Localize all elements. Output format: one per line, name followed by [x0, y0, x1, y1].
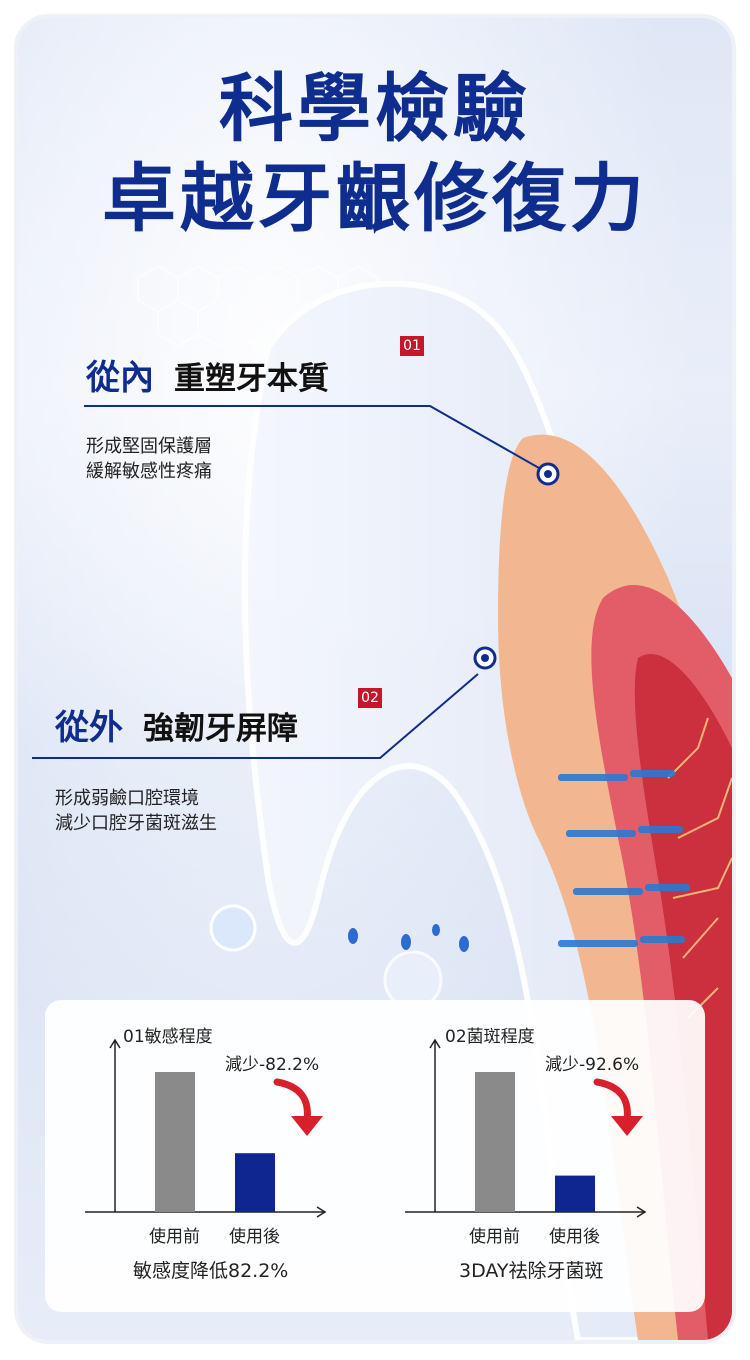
desc-line: 緩解敏感性疼痛 — [86, 461, 212, 482]
chart-2-arrowhead-icon — [611, 1116, 643, 1136]
section-desc-02: 形成弱鹼口腔環境 減少口腔牙菌斑滋生 — [55, 786, 217, 836]
title-line-2: 卓越牙齦修復力 — [102, 156, 648, 242]
chart-2-x-arrow-icon — [636, 1206, 647, 1218]
chart-2-xtick-after: 使用後 — [549, 1227, 600, 1247]
desc-line: 形成弱鹼口腔環境 — [55, 788, 199, 809]
chart-1-down-arrow-icon — [273, 1078, 311, 1124]
section-main-02: 從外 — [55, 708, 123, 748]
chart-1-xtick-after: 使用後 — [229, 1227, 280, 1247]
chart-panel: 01敏感程度 減少-82.2% 使用前 使用後 敏感度降低82.2% 02菌斑程… — [45, 1000, 705, 1312]
chart-2-reduction: 減少-92.6% — [545, 1055, 640, 1075]
chart-1-x-arrow-icon — [316, 1206, 327, 1218]
section-heading-02: 從外 強韌牙屏障 — [55, 700, 298, 749]
section-tag-01: 01 — [400, 336, 424, 356]
chart-2-bar-before — [475, 1072, 515, 1212]
chart-1-bar-before — [155, 1072, 195, 1212]
chart-2-down-arrow-icon — [593, 1078, 631, 1124]
chart-1-caption: 敏感度降低82.2% — [133, 1260, 289, 1282]
chart-1-arrowhead-icon — [291, 1116, 323, 1136]
desc-line: 形成堅固保護層 — [86, 436, 212, 457]
chart-2-label: 02菌斑程度 — [445, 1027, 535, 1047]
chart-2-caption: 3DAY祛除牙菌斑 — [459, 1260, 604, 1282]
section-sub-02: 強韌牙屏障 — [143, 711, 298, 747]
chart-1-label: 01敏感程度 — [123, 1027, 213, 1047]
section-heading-01: 從內 重塑牙本質 — [86, 350, 329, 399]
chart-svg — [85, 1038, 647, 1218]
chart-1-reduction: 減少-82.2% — [225, 1055, 320, 1075]
chart-2-xtick-before: 使用前 — [469, 1227, 520, 1247]
chart-1-bar-after — [235, 1153, 275, 1212]
chart-2-y-arrow-icon — [429, 1038, 441, 1049]
marker-01-icon — [536, 462, 560, 486]
section-desc-01: 形成堅固保護層 緩解敏感性疼痛 — [86, 434, 212, 484]
section-sub-01: 重塑牙本質 — [174, 361, 329, 397]
section-tag-02: 02 — [358, 688, 382, 708]
chart-1-xtick-before: 使用前 — [149, 1227, 200, 1247]
section-main-01: 從內 — [86, 358, 154, 398]
title-line-1: 科學檢驗 — [219, 66, 531, 152]
marker-02-icon — [473, 646, 497, 670]
chart-1-y-arrow-icon — [109, 1038, 121, 1049]
chart-2-bar-after — [555, 1175, 595, 1212]
desc-line: 減少口腔牙菌斑滋生 — [55, 813, 217, 834]
